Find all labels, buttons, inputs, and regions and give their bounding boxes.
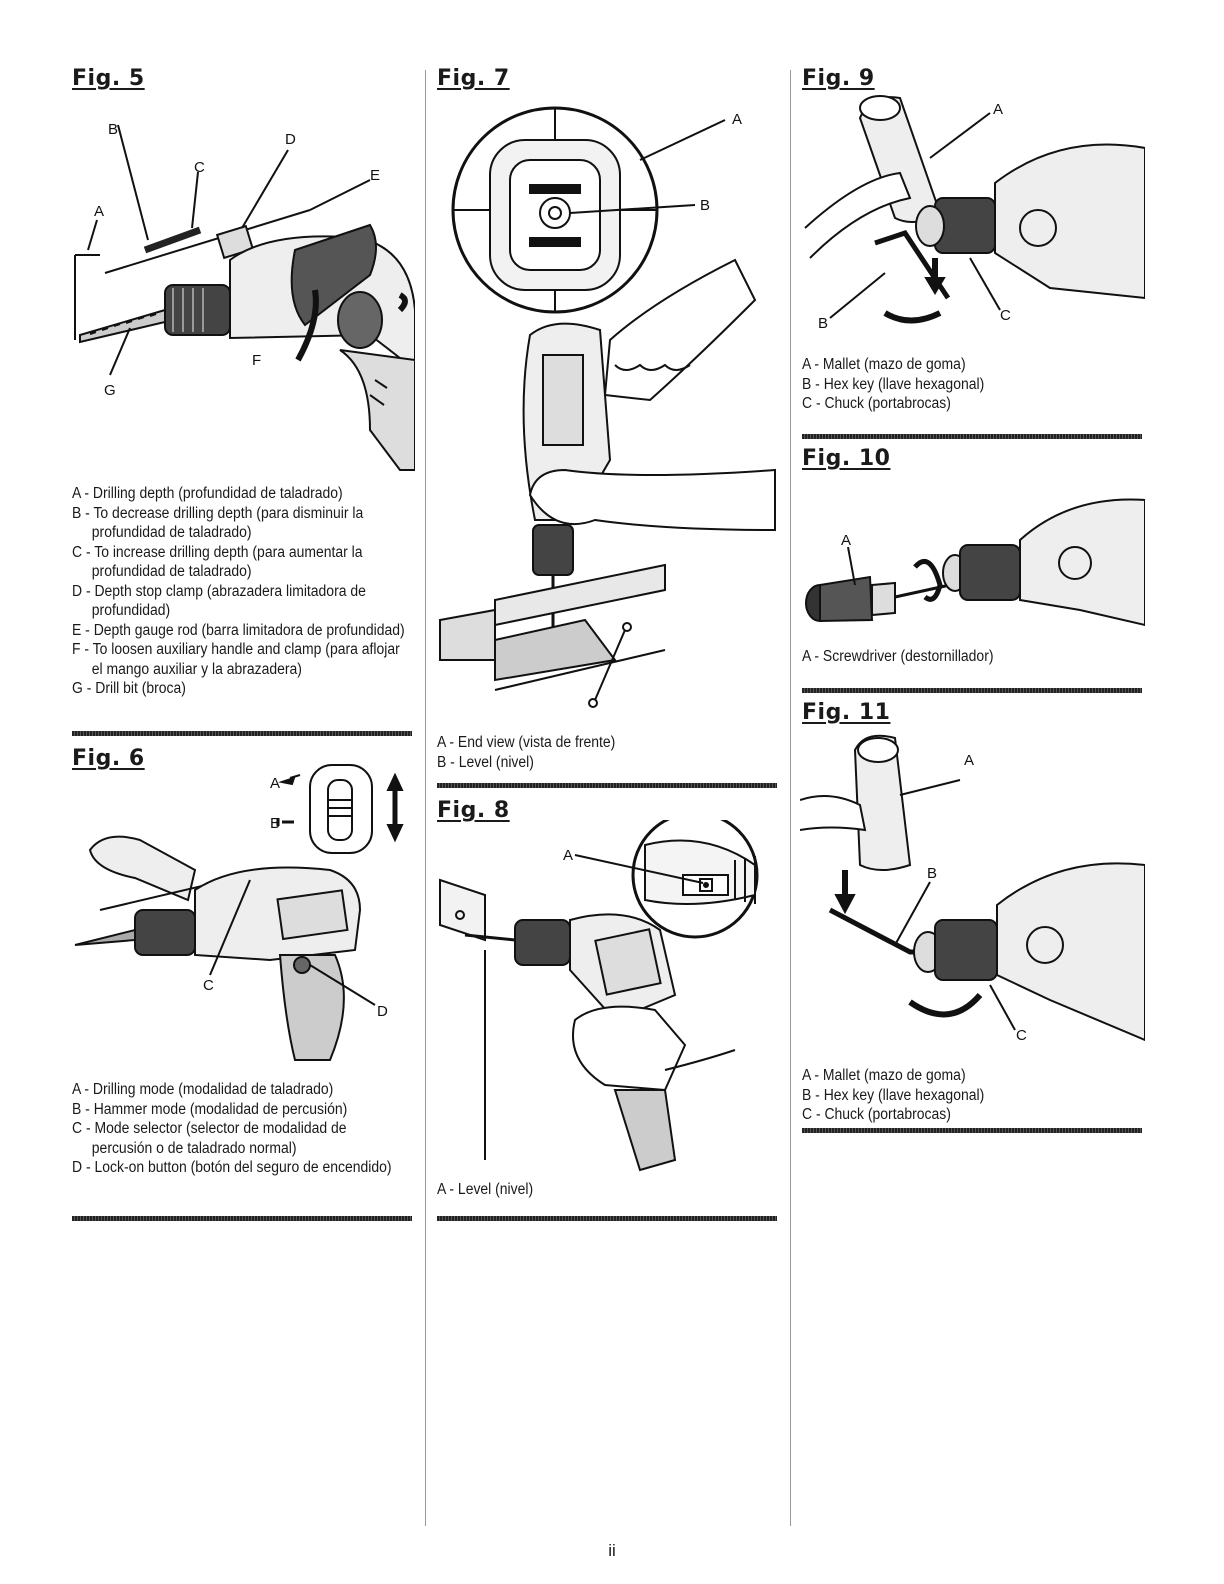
fig10-item: A - Screwdriver (destornillador): [802, 648, 994, 665]
fig7-caption: A - End view (vista de frente) B - Level…: [437, 733, 770, 772]
fig9-title: Fig. 9: [802, 66, 875, 91]
fig6-item: A - Drilling mode (modalidad de taladrad…: [72, 1081, 334, 1098]
page-number: ii: [608, 1541, 616, 1560]
fig7-title: Fig. 7: [437, 66, 510, 91]
fig5-title: Fig. 5: [72, 66, 145, 91]
fig5-item: G - Drill bit (broca): [72, 680, 186, 697]
fig5-divider: [72, 731, 412, 736]
fig10-divider: [802, 688, 1142, 693]
fig6-label-c: C: [203, 977, 214, 994]
fig10-caption: A - Screwdriver (destornillador): [802, 647, 1135, 667]
fig9-item: C - Chuck (portabrocas): [802, 395, 951, 412]
fig5-item: B - To decrease drilling depth (para dis…: [72, 504, 364, 542]
fig11-item: A - Mallet (mazo de goma): [802, 1067, 966, 1084]
column-divider-left: [425, 70, 426, 1526]
fig8-label-a: A: [563, 847, 573, 864]
fig7-divider: [437, 783, 777, 788]
fig8-caption: A - Level (nivel): [437, 1180, 770, 1200]
fig11-divider: [802, 1128, 1142, 1133]
fig5-item: C - To increase drilling depth (para aum…: [72, 543, 363, 581]
fig7-item: A - End view (vista de frente): [437, 734, 616, 751]
fig5-label-f: F: [252, 352, 261, 369]
fig5-label-e: E: [370, 167, 380, 184]
fig11-illustration: A B C: [800, 730, 1145, 1055]
fig11-item: C - Chuck (portabrocas): [802, 1106, 951, 1123]
fig6-label-a: A: [270, 775, 280, 792]
fig11-title: Fig. 11: [802, 700, 891, 725]
fig5-caption: A - Drilling depth (profundidad de talad…: [72, 484, 405, 699]
fig11-label-a: A: [964, 752, 974, 769]
fig7-label-a: A: [732, 111, 742, 128]
fig8-item: A - Level (nivel): [437, 1181, 534, 1198]
fig6-label-b: B: [270, 815, 280, 832]
fig8-illustration: A: [435, 820, 780, 1175]
fig6-item: B - Hammer mode (modalidad de percusión): [72, 1100, 348, 1118]
fig6-label-d: D: [377, 1003, 388, 1020]
fig5-label-a: A: [94, 203, 104, 220]
column-divider-right: [790, 70, 791, 1526]
fig11-item: B - Hex key (llave hexagonal): [802, 1086, 985, 1104]
fig5-illustration: B C D E A F G: [70, 110, 415, 480]
fig5-item: D - Depth stop clamp (abrazadera limitad…: [72, 582, 366, 620]
fig5-label-c: C: [194, 159, 205, 176]
fig5-item: A - Drilling depth (profundidad de talad…: [72, 485, 343, 502]
fig9-item: A - Mallet (mazo de goma): [802, 356, 966, 373]
fig6-item: C - Mode selector (selector de modalidad…: [72, 1120, 347, 1157]
fig6-item: D - Lock-on button (botón del seguro de …: [72, 1159, 392, 1176]
fig9-label-b: B: [818, 315, 828, 332]
fig9-divider: [802, 434, 1142, 439]
fig11-caption: A - Mallet (mazo de goma) B - Hex key (l…: [802, 1066, 1135, 1125]
fig7-illustration: A B: [435, 100, 780, 720]
fig6-illustration: A B C D: [70, 760, 415, 1075]
fig9-item: B - Hex key (llave hexagonal): [802, 375, 985, 393]
fig5-item: F - To loosen auxiliary handle and clamp…: [72, 641, 400, 678]
fig5-label-d: D: [285, 131, 296, 148]
fig10-illustration: A: [800, 485, 1145, 635]
fig10-title: Fig. 10: [802, 446, 891, 471]
fig5-label-b: B: [108, 121, 118, 138]
fig6-caption: A - Drilling mode (modalidad de taladrad…: [72, 1080, 405, 1178]
fig7-item: B - Level (nivel): [437, 753, 534, 771]
fig8-title: Fig. 8: [437, 798, 510, 823]
fig9-label-a: A: [993, 101, 1003, 118]
fig5-label-g: G: [104, 382, 116, 399]
fig11-label-b: B: [927, 865, 937, 882]
fig8-divider: [437, 1216, 777, 1221]
fig7-label-b: B: [700, 197, 710, 214]
fig10-label-a: A: [841, 532, 851, 549]
fig6-title: Fig. 6: [72, 746, 145, 771]
fig11-label-c: C: [1016, 1027, 1027, 1044]
fig9-caption: A - Mallet (mazo de goma) B - Hex key (l…: [802, 355, 1135, 414]
fig5-item: E - Depth gauge rod (barra limitadora de…: [72, 621, 405, 639]
fig9-label-c: C: [1000, 307, 1011, 324]
fig9-illustration: A B C: [800, 88, 1145, 338]
fig6-divider: [72, 1216, 412, 1221]
